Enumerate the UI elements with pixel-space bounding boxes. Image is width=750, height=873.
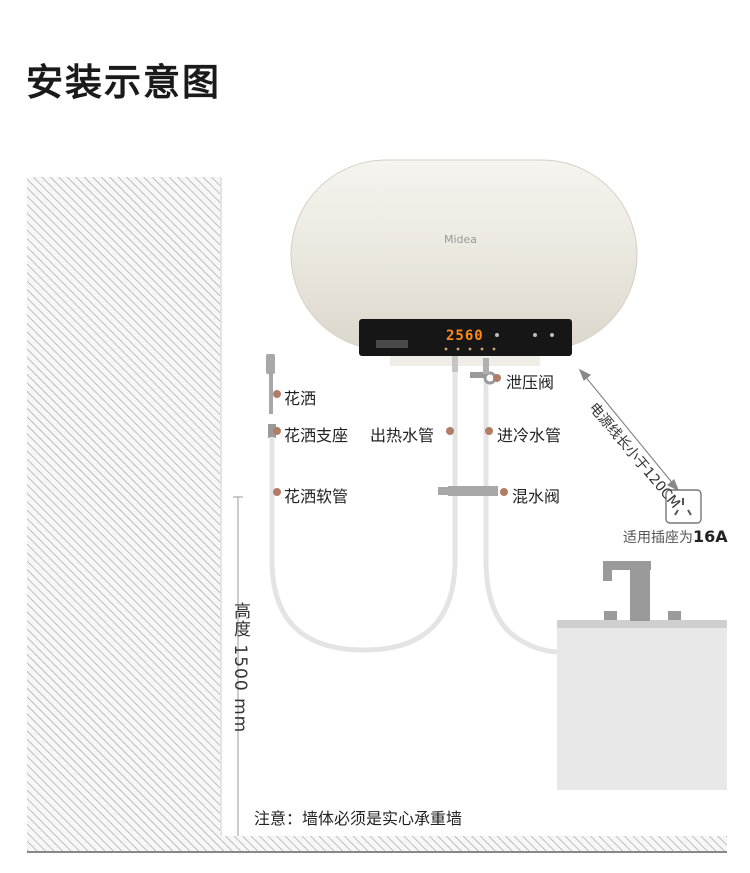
label-shower-holder: 花洒支座: [284, 426, 349, 445]
label-cold-pipe: 进冷水管: [497, 426, 562, 445]
floor: [27, 836, 727, 852]
shower-head: [266, 354, 275, 414]
label-dots: [273, 374, 508, 496]
page-title: 安装示意图: [26, 61, 221, 104]
label-relief-valve: 泄压阀: [506, 373, 555, 392]
wall: [27, 177, 220, 841]
socket-prefix: 适用插座为: [623, 530, 693, 546]
socket-label: 适用插座为16A: [623, 527, 728, 547]
label-hot-pipe: 出热水管: [370, 426, 435, 445]
water-heater: [290, 159, 638, 366]
height-label: 高度 1500 mm: [230, 602, 250, 734]
label-mixing-valve: 混水阀: [512, 487, 561, 506]
power-cord-arrow: [578, 368, 680, 492]
shower-holder: [268, 424, 276, 438]
control-panel: [359, 319, 572, 356]
label-shower-head: 花洒: [284, 389, 317, 408]
socket-icon: [665, 489, 702, 524]
sink-cabinet: [557, 620, 727, 790]
socket-rating: 16A: [693, 527, 728, 546]
height-dimension: [233, 496, 243, 836]
brand-logo: Midea: [444, 233, 478, 246]
label-shower-hose: 花洒软管: [284, 487, 349, 506]
cold-pipe: [483, 380, 561, 655]
shower-hose: [269, 370, 458, 653]
temperature-display: 2560: [446, 328, 484, 344]
wall-note: 注意：墙体必须是实心承重墙: [254, 809, 463, 828]
mixing-valve: [438, 486, 498, 496]
faucet: [603, 561, 681, 621]
